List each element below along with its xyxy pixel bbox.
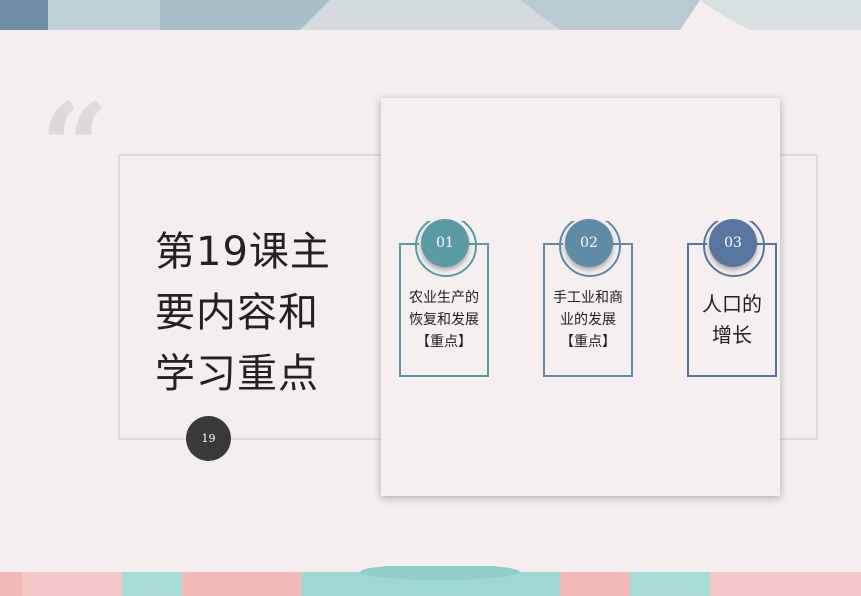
card-number-badge: 02 — [565, 219, 613, 267]
card-text: 手工业和商业的发展【重点】 — [553, 290, 623, 350]
page-title: 第19课主要内容和学习重点 — [155, 229, 331, 397]
card-number: 02 — [580, 235, 598, 251]
topic-card-1[interactable]: 01 农业生产的恢复和发展【重点】 — [399, 219, 489, 377]
topic-card-2[interactable]: 02 手工业和商业的发展【重点】 — [543, 219, 633, 377]
card-arc — [703, 221, 765, 277]
bottom-decorative-band — [0, 566, 861, 596]
card-number-badge: 01 — [421, 219, 469, 267]
card-number-badge: 03 — [709, 219, 757, 267]
topic-card-3[interactable]: 03 人口的增长 — [687, 219, 777, 377]
page-number-badge: 19 — [186, 416, 231, 461]
card-text: 人口的增长 — [702, 292, 762, 347]
quote-mark-icon: “ — [40, 77, 110, 218]
card-number: 01 — [436, 235, 454, 251]
content-panel: 01 农业生产的恢复和发展【重点】 02 手工业和商业的发展【重点】 03 — [381, 98, 780, 496]
card-top-border — [613, 243, 633, 245]
card-top-border — [543, 243, 563, 245]
card-top-border — [469, 243, 489, 245]
card-top-border — [399, 243, 419, 245]
card-arc — [415, 221, 477, 277]
page-number: 19 — [201, 432, 216, 445]
card-arc — [559, 221, 621, 277]
top-decorative-band — [0, 0, 861, 30]
card-number: 03 — [724, 235, 742, 251]
card-top-border — [687, 243, 707, 245]
card-top-border — [757, 243, 777, 245]
card-text: 农业生产的恢复和发展【重点】 — [409, 290, 479, 350]
